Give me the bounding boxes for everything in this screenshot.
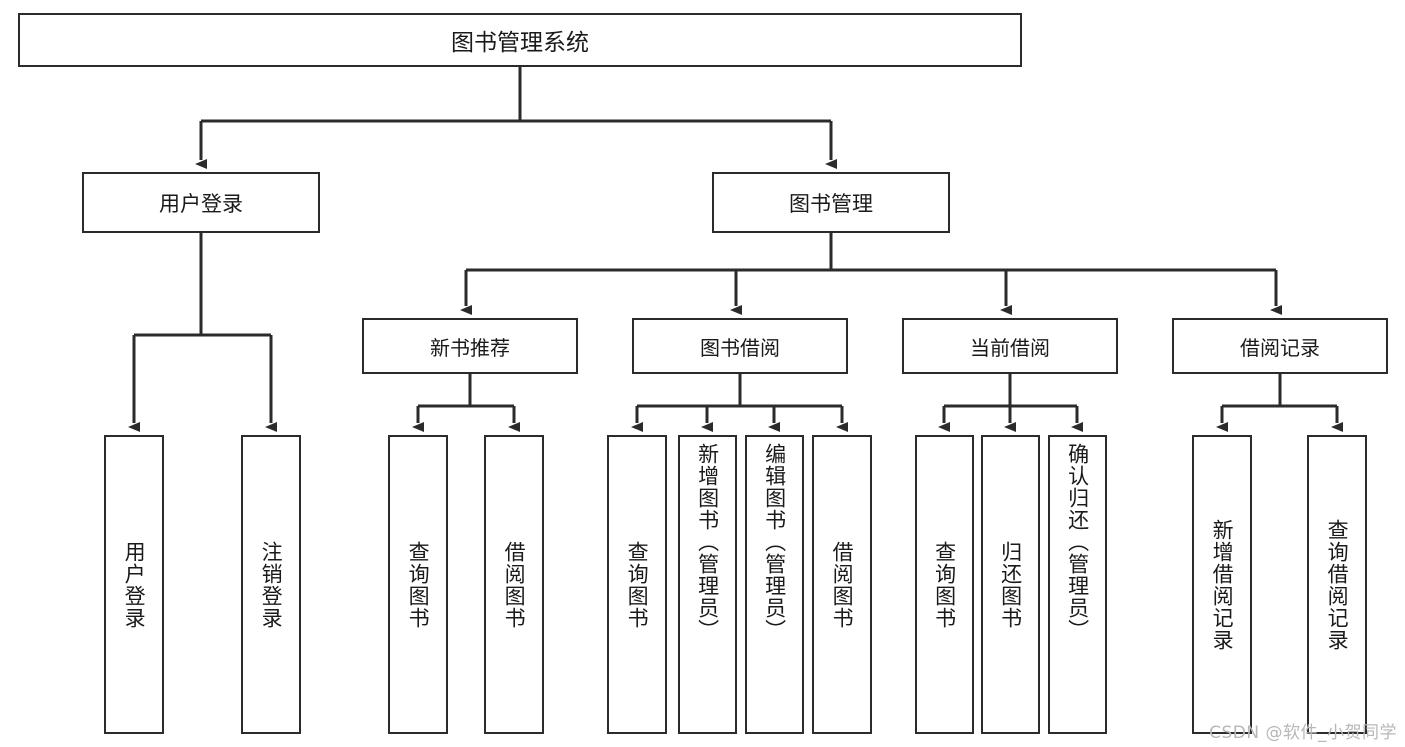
- leaf-nb-borrow-book[interactable]: 借阅图书: [484, 435, 544, 734]
- leaf-logout-label: 注销登录: [259, 540, 284, 629]
- node-root-label: 图书管理系统: [451, 30, 589, 56]
- node-book-management[interactable]: 图书管理: [712, 172, 950, 233]
- leaf-br-add-record-label: 新增借阅记录: [1210, 518, 1235, 651]
- node-user-login-label: 用户登录: [159, 191, 243, 216]
- node-root[interactable]: 图书管理系统: [18, 13, 1022, 67]
- leaf-bb-add-book-admin[interactable]: 新增图书（管理员）: [678, 435, 737, 734]
- node-user-login[interactable]: 用户登录: [82, 172, 320, 233]
- leaf-bb-borrow-book-label: 借阅图书: [830, 540, 855, 629]
- leaf-bb-add-book-admin-label: 新增图书（管理员）: [695, 443, 720, 641]
- csdn-watermark: CSDN @软件_小贺同学: [1209, 723, 1397, 743]
- leaf-nb-query-book-label: 查询图书: [406, 540, 431, 629]
- leaf-br-query-record-label: 查询借阅记录: [1325, 518, 1350, 651]
- leaf-cb-confirm-return-admin-label: 确认归还（管理员）: [1065, 443, 1090, 641]
- node-current-borrow[interactable]: 当前借阅: [902, 318, 1118, 374]
- leaf-nb-borrow-book-label: 借阅图书: [502, 540, 527, 629]
- leaf-logout[interactable]: 注销登录: [241, 435, 301, 734]
- leaf-nb-query-book[interactable]: 查询图书: [388, 435, 448, 734]
- leaf-cb-return-book[interactable]: 归还图书: [981, 435, 1040, 734]
- leaf-user-login[interactable]: 用户登录: [104, 435, 164, 734]
- leaf-cb-return-book-label: 归还图书: [998, 540, 1023, 629]
- node-book-management-label: 图书管理: [789, 191, 873, 216]
- leaf-bb-edit-book-admin-label: 编辑图书（管理员）: [762, 443, 787, 641]
- leaf-bb-query-book[interactable]: 查询图书: [607, 435, 667, 734]
- leaf-cb-query-book[interactable]: 查询图书: [915, 435, 974, 734]
- leaf-bb-edit-book-admin[interactable]: 编辑图书（管理员）: [745, 435, 804, 734]
- node-book-borrow-label: 图书借阅: [700, 335, 780, 360]
- node-borrow-record[interactable]: 借阅记录: [1172, 318, 1388, 374]
- leaf-cb-query-book-label: 查询图书: [932, 540, 957, 629]
- node-borrow-record-label: 借阅记录: [1240, 335, 1320, 360]
- leaf-br-add-record[interactable]: 新增借阅记录: [1192, 435, 1252, 734]
- leaf-bb-borrow-book[interactable]: 借阅图书: [812, 435, 872, 734]
- node-current-borrow-label: 当前借阅: [970, 335, 1050, 360]
- node-book-borrow[interactable]: 图书借阅: [632, 318, 848, 374]
- leaf-br-query-record[interactable]: 查询借阅记录: [1307, 435, 1367, 734]
- leaf-user-login-label: 用户登录: [122, 540, 147, 629]
- leaf-cb-confirm-return-admin[interactable]: 确认归还（管理员）: [1048, 435, 1107, 734]
- node-new-book-recommend[interactable]: 新书推荐: [362, 318, 578, 374]
- node-new-book-recommend-label: 新书推荐: [430, 335, 510, 360]
- leaf-bb-query-book-label: 查询图书: [625, 540, 650, 629]
